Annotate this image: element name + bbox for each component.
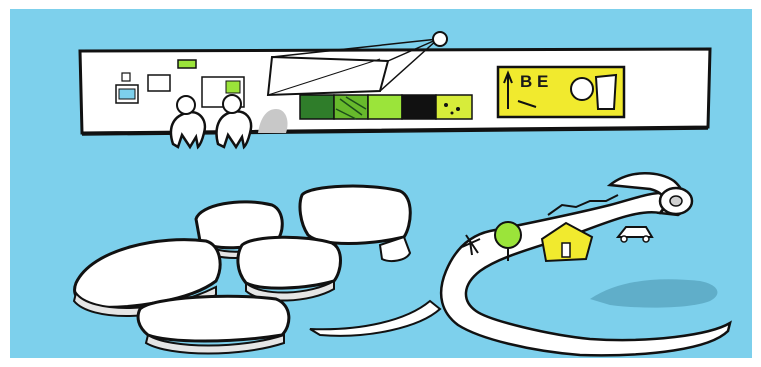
illustration-canvas: B E xyxy=(10,9,752,358)
projector-icon xyxy=(433,32,447,46)
tile xyxy=(138,296,289,353)
alphabet-sign: B E xyxy=(498,67,624,117)
color-swatches xyxy=(300,95,472,119)
board-sign-text: B E xyxy=(520,72,548,91)
scroll-roll xyxy=(660,188,692,214)
